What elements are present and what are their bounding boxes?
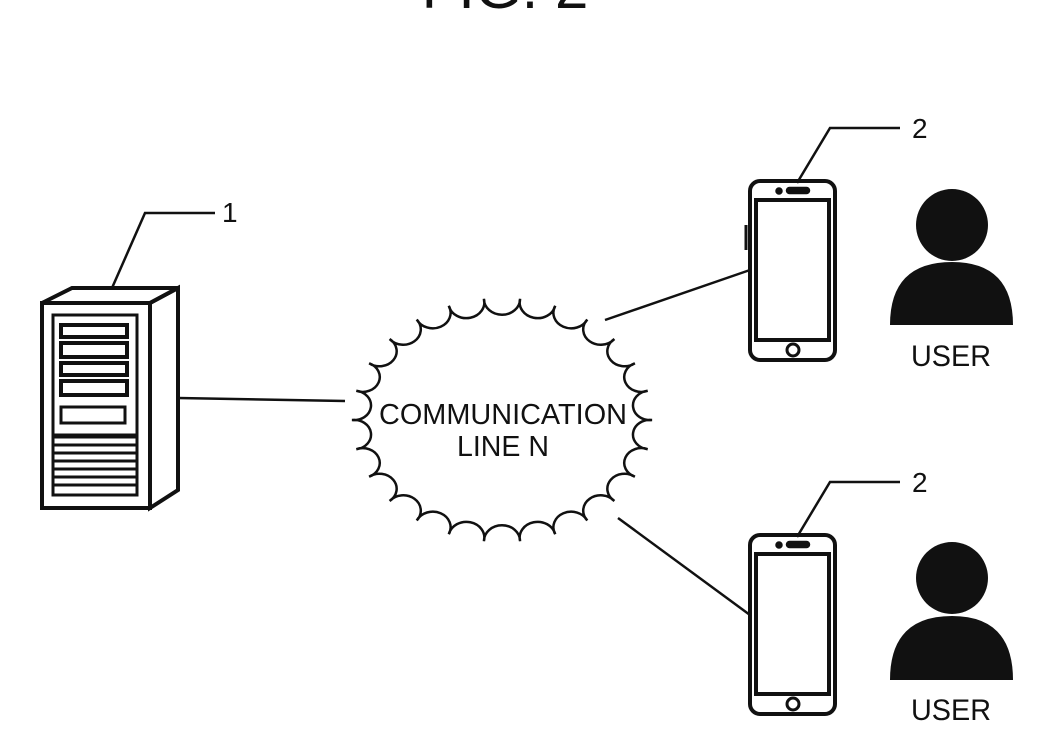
smartphone-icon [750,535,835,714]
figure-title: FIG. 2 [422,0,589,21]
smartphone-icon [746,181,835,360]
network-terminal-bottom-link [618,518,750,615]
terminal-top-ref-label: 2 [912,113,928,144]
user-top-label: USER [911,340,991,373]
user-bottom-label: USER [911,694,991,727]
server-icon [42,288,178,508]
server-ref-leader [112,213,215,288]
server-network-link [178,398,345,401]
terminal-bottom-ref-label: 2 [912,467,928,498]
terminal-bottom-ref-leader [797,482,900,537]
terminal-top-ref-leader [797,128,900,183]
network-label-line1: COMMUNICATION [379,399,627,431]
user-icon [890,542,1013,680]
network-terminal-top-link [605,270,750,320]
server-ref-label: 1 [222,197,238,228]
network-label-line2: LINE N [457,431,549,463]
user-icon [890,189,1013,325]
